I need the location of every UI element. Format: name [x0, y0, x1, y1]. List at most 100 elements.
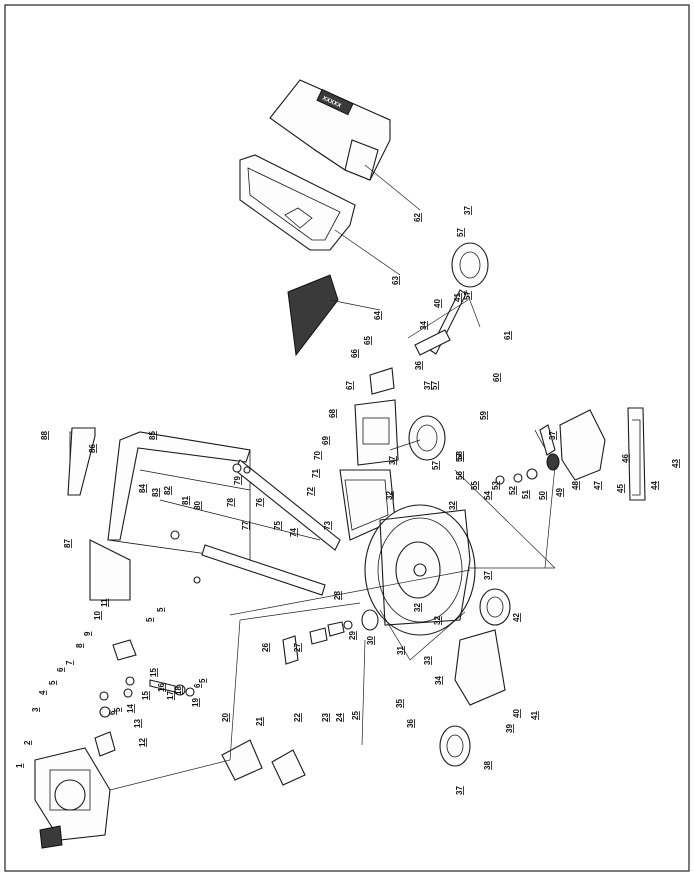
part-label-27: 27: [293, 643, 302, 652]
part-label-57: 57: [430, 381, 439, 390]
mulch-plug: [287, 274, 339, 357]
part-label-40: 40: [433, 299, 442, 308]
leader-lines: [109, 164, 556, 791]
part-label-36: 36: [406, 719, 415, 728]
part-label-57: 57: [456, 228, 465, 237]
part-label-24: 24: [335, 713, 344, 722]
part-label-5: 5: [113, 707, 122, 712]
part-label-8: 8: [75, 643, 84, 648]
part-label-15: 15: [149, 668, 158, 677]
part-label-79: 79: [233, 476, 242, 485]
grass-bag: XXXXX: [269, 79, 391, 181]
engine-parts: [94, 639, 195, 757]
part-label-36: 36: [414, 361, 423, 370]
grass-bag-frame: [239, 154, 356, 251]
part-label-69: 69: [321, 436, 330, 445]
diagram-border: [4, 4, 690, 872]
part-label-53: 53: [491, 481, 500, 490]
part-label-3: 3: [31, 707, 40, 712]
blade-adapter-parts: [221, 609, 379, 786]
part-label-21: 21: [255, 717, 264, 726]
part-label-14: 14: [126, 704, 135, 713]
part-label-17: 17: [166, 691, 175, 700]
part-label-4: 4: [38, 690, 47, 695]
part-label-34: 34: [419, 321, 428, 330]
part-label-88: 88: [40, 431, 49, 440]
part-label-87: 87: [63, 539, 72, 548]
part-label-41: 41: [453, 293, 462, 302]
part-label-26: 26: [261, 643, 270, 652]
part-label-20: 20: [221, 713, 230, 722]
part-label-34: 34: [434, 676, 443, 685]
part-label-12: 12: [138, 738, 147, 747]
drive-transmission: [539, 407, 646, 501]
part-label-47: 47: [593, 481, 602, 490]
part-label-5: 5: [198, 678, 207, 683]
mower-deck: [364, 504, 476, 636]
part-label-67: 67: [345, 381, 354, 390]
part-label-48: 48: [571, 481, 580, 490]
part-label-72: 72: [306, 487, 315, 496]
part-label-77: 77: [241, 521, 250, 530]
part-label-6: 6: [56, 667, 65, 672]
part-label-13: 13: [133, 719, 142, 728]
part-label-31: 31: [396, 646, 405, 655]
part-label-28: 28: [333, 591, 342, 600]
part-label-32: 32: [448, 501, 457, 510]
part-label-15: 15: [141, 691, 150, 700]
part-label-57: 57: [455, 453, 464, 462]
part-label-64: 64: [373, 311, 382, 320]
part-label-6: 6: [108, 710, 117, 715]
part-label-40: 40: [512, 709, 521, 718]
front-wheels: [439, 588, 511, 767]
part-label-11: 11: [100, 598, 109, 607]
part-label-57: 57: [463, 291, 472, 300]
part-label-60: 60: [492, 373, 501, 382]
part-label-57: 57: [431, 461, 440, 470]
part-label-37: 37: [463, 206, 472, 215]
part-label-56: 56: [455, 471, 464, 480]
part-label-39: 39: [505, 724, 514, 733]
part-label-58: 58: [455, 451, 464, 460]
part-label-35: 35: [395, 699, 404, 708]
part-label-65: 65: [363, 336, 372, 345]
part-label-16: 16: [157, 683, 166, 692]
part-label-32: 32: [433, 616, 442, 625]
part-label-75: 75: [273, 521, 282, 530]
part-label-1: 1: [15, 763, 24, 768]
part-label-25: 25: [351, 711, 360, 720]
part-label-45: 45: [616, 484, 625, 493]
part-label-5: 5: [48, 680, 57, 685]
part-label-71: 71: [311, 469, 320, 478]
part-label-29: 29: [348, 631, 357, 640]
part-label-32: 32: [385, 491, 394, 500]
part-label-66: 66: [350, 349, 359, 358]
part-label-10: 10: [93, 611, 102, 620]
part-label-83: 83: [151, 488, 160, 497]
part-label-41: 41: [530, 711, 539, 720]
part-label-37: 37: [388, 456, 397, 465]
rear-wheels: [408, 242, 489, 461]
part-label-30: 30: [366, 636, 375, 645]
part-label-62: 62: [413, 213, 422, 222]
rear-flap-assembly: [339, 367, 399, 541]
part-label-43: 43: [671, 459, 680, 468]
part-label-9: 9: [83, 631, 92, 636]
part-label-50: 50: [538, 491, 547, 500]
part-label-2: 2: [23, 740, 32, 745]
part-label-82: 82: [163, 486, 172, 495]
part-label-85: 85: [148, 431, 157, 440]
part-label-73: 73: [323, 521, 332, 530]
part-label-5: 5: [156, 607, 165, 612]
part-label-18: 18: [174, 686, 183, 695]
brand-plate: [316, 88, 354, 116]
part-label-80: 80: [193, 501, 202, 510]
handle-assembly: [67, 427, 341, 601]
part-label-61: 61: [503, 331, 512, 340]
part-label-84: 84: [138, 484, 147, 493]
part-label-68: 68: [328, 409, 337, 418]
part-label-7: 7: [65, 660, 74, 665]
part-label-63: 63: [391, 276, 400, 285]
part-label-22: 22: [293, 713, 302, 722]
